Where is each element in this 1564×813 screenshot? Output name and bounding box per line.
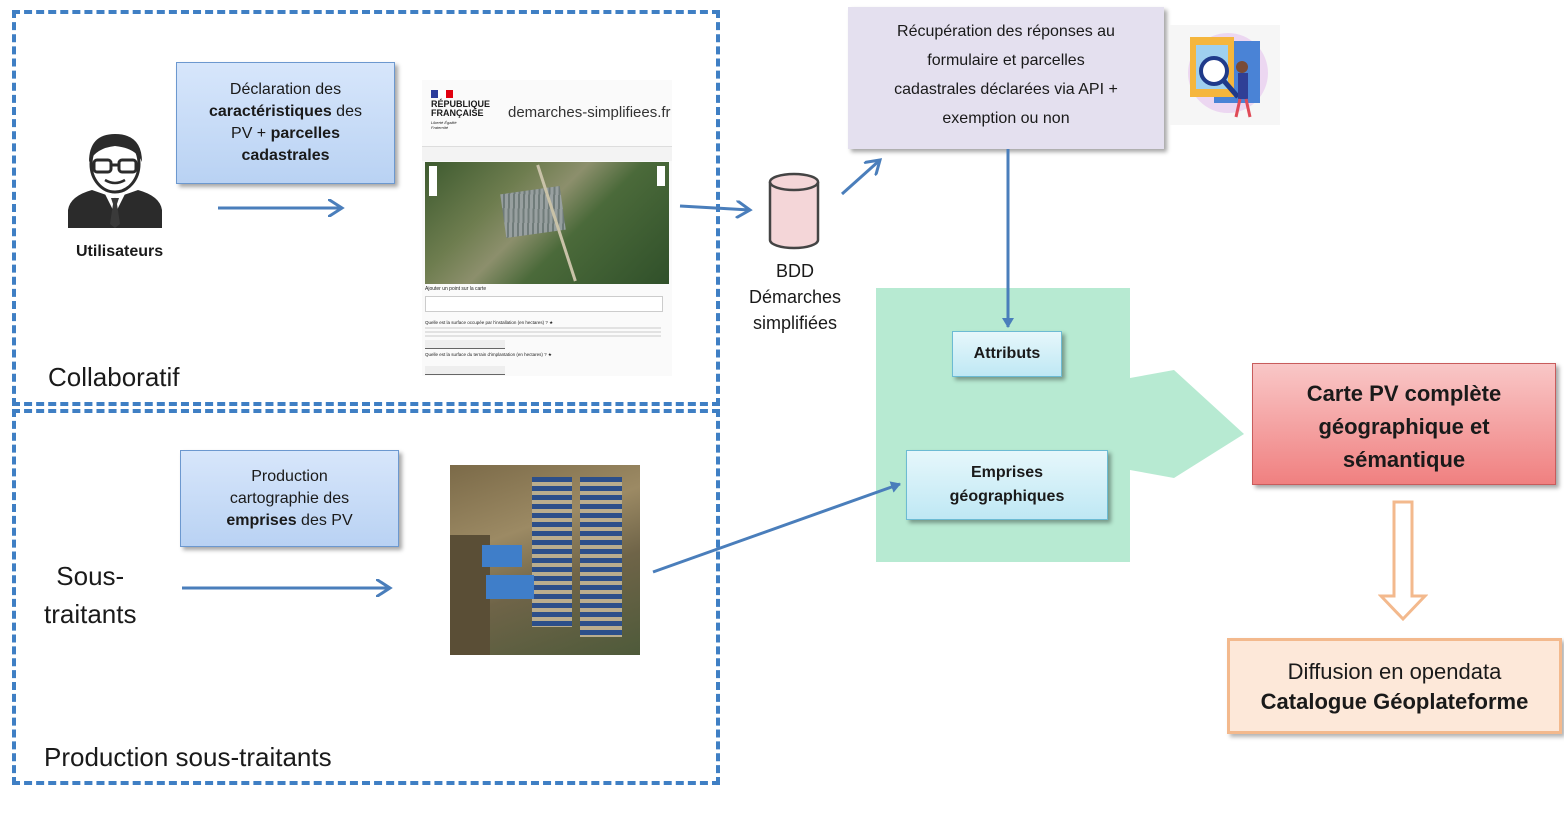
aerial-pv-photo [450,465,640,655]
recup-line2: formulaire et parcelles [927,52,1085,69]
site-header-divider [422,146,672,147]
declaration-box: Déclaration des caractéristiques des PV … [176,62,395,184]
attributs-label: Attributs [973,345,1041,362]
diffusion-line2: Catalogue Géoplateforme [1260,689,1529,714]
rf-logo-line2: FRANÇAISE [431,108,484,118]
decl-line2: des [331,103,362,120]
answer-1-input[interactable] [425,340,505,349]
production-group [12,409,720,785]
rf-logo-line1: RÉPUBLIQUE [431,99,491,109]
point-input[interactable] [425,296,663,312]
bdd-line1: BDD [775,261,814,281]
carte-line3: sémantique [1342,447,1466,472]
question-1: Quelle est la surface occupée par l'inst… [425,320,554,325]
emprises-line2: géographiques [949,488,1065,505]
bdd-line2: Démarches [748,287,842,307]
pv-roof-1 [482,545,522,567]
arrow-bdd-to-recup [840,160,880,196]
collaboratif-label: Collaboratif [48,362,180,392]
soustraitants-label: Sous- traitants [44,557,137,633]
decl-line4-bold: cadastrales [241,147,330,164]
field-add-point-label: Ajouter un point sur la carte [425,286,487,292]
prod-line1: Production [251,467,328,485]
rf-logo-motto: Liberté Égalité Fraternité [431,120,457,130]
production-label: Production sous-traitants [44,742,332,772]
decl-line3: PV + [231,125,271,142]
database-icon [766,172,822,252]
satellite-map [425,162,669,284]
diffusion-box: Diffusion en opendata Catalogue Géoplate… [1227,638,1562,734]
decl-line3-bold: parcelles [270,125,340,142]
rf-logo: RÉPUBLIQUE FRANÇAISE Liberté Égalité Fra… [431,90,491,130]
down-arrow-hollow [1377,500,1429,622]
pv-panels-block-2 [580,477,622,637]
recuperation-box: Récupération des réponses au formulaire … [848,7,1164,149]
carte-pv-box: Carte PV complète géographique et sémant… [1252,363,1556,485]
question-1-help [425,327,661,337]
carte-line2: géographique et [1318,414,1490,439]
question-2: Quelle est la surface du terrain d'impla… [425,352,552,357]
site-title: demarches-simplifiees.fr [508,104,671,121]
prod-line3-bold: emprises [226,511,297,529]
users-label: Utilisateurs [76,243,164,260]
recup-line1: Récupération des réponses au [897,23,1115,40]
emprises-box: Emprises géographiques [906,450,1108,520]
decl-line2-bold: caractéristiques [209,103,332,120]
production-box: Production cartographie des emprises des… [180,450,399,547]
bdd-label: BDD Démarches simplifiées [730,258,860,336]
bdd-line3: simplifiées [752,313,838,333]
soustraitants-line2: traitants [44,599,137,629]
map-layer-control[interactable] [657,166,665,186]
document-search-icon [1170,25,1280,125]
emprises-line1: Emprises [970,464,1044,481]
arrow-photo-to-emprises [652,481,901,574]
user-icon [62,128,168,228]
decl-line1: Déclaration des [229,81,342,98]
soustraitants-line1: Sous- [56,561,125,591]
site-subbar [422,147,672,161]
arrow-form-to-bdd [679,206,750,210]
diffusion-line1: Diffusion en opendata [1287,659,1502,684]
pv-panels-block-1 [532,477,572,627]
attributs-box: Attributs [952,331,1062,377]
demarches-screenshot: RÉPUBLIQUE FRANÇAISE Liberté Égalité Fra… [422,80,672,376]
recup-line4: exemption ou non [942,110,1070,127]
answer-2-input[interactable] [425,366,505,375]
carte-line1: Carte PV complète [1306,381,1502,406]
prod-line2: cartographie des [229,489,350,507]
recup-line3: cadastrales déclarées via API + [894,81,1118,98]
pv-roof-2 [486,575,534,599]
map-zoom-control[interactable] [429,166,437,196]
prod-line3: des PV [296,511,353,529]
